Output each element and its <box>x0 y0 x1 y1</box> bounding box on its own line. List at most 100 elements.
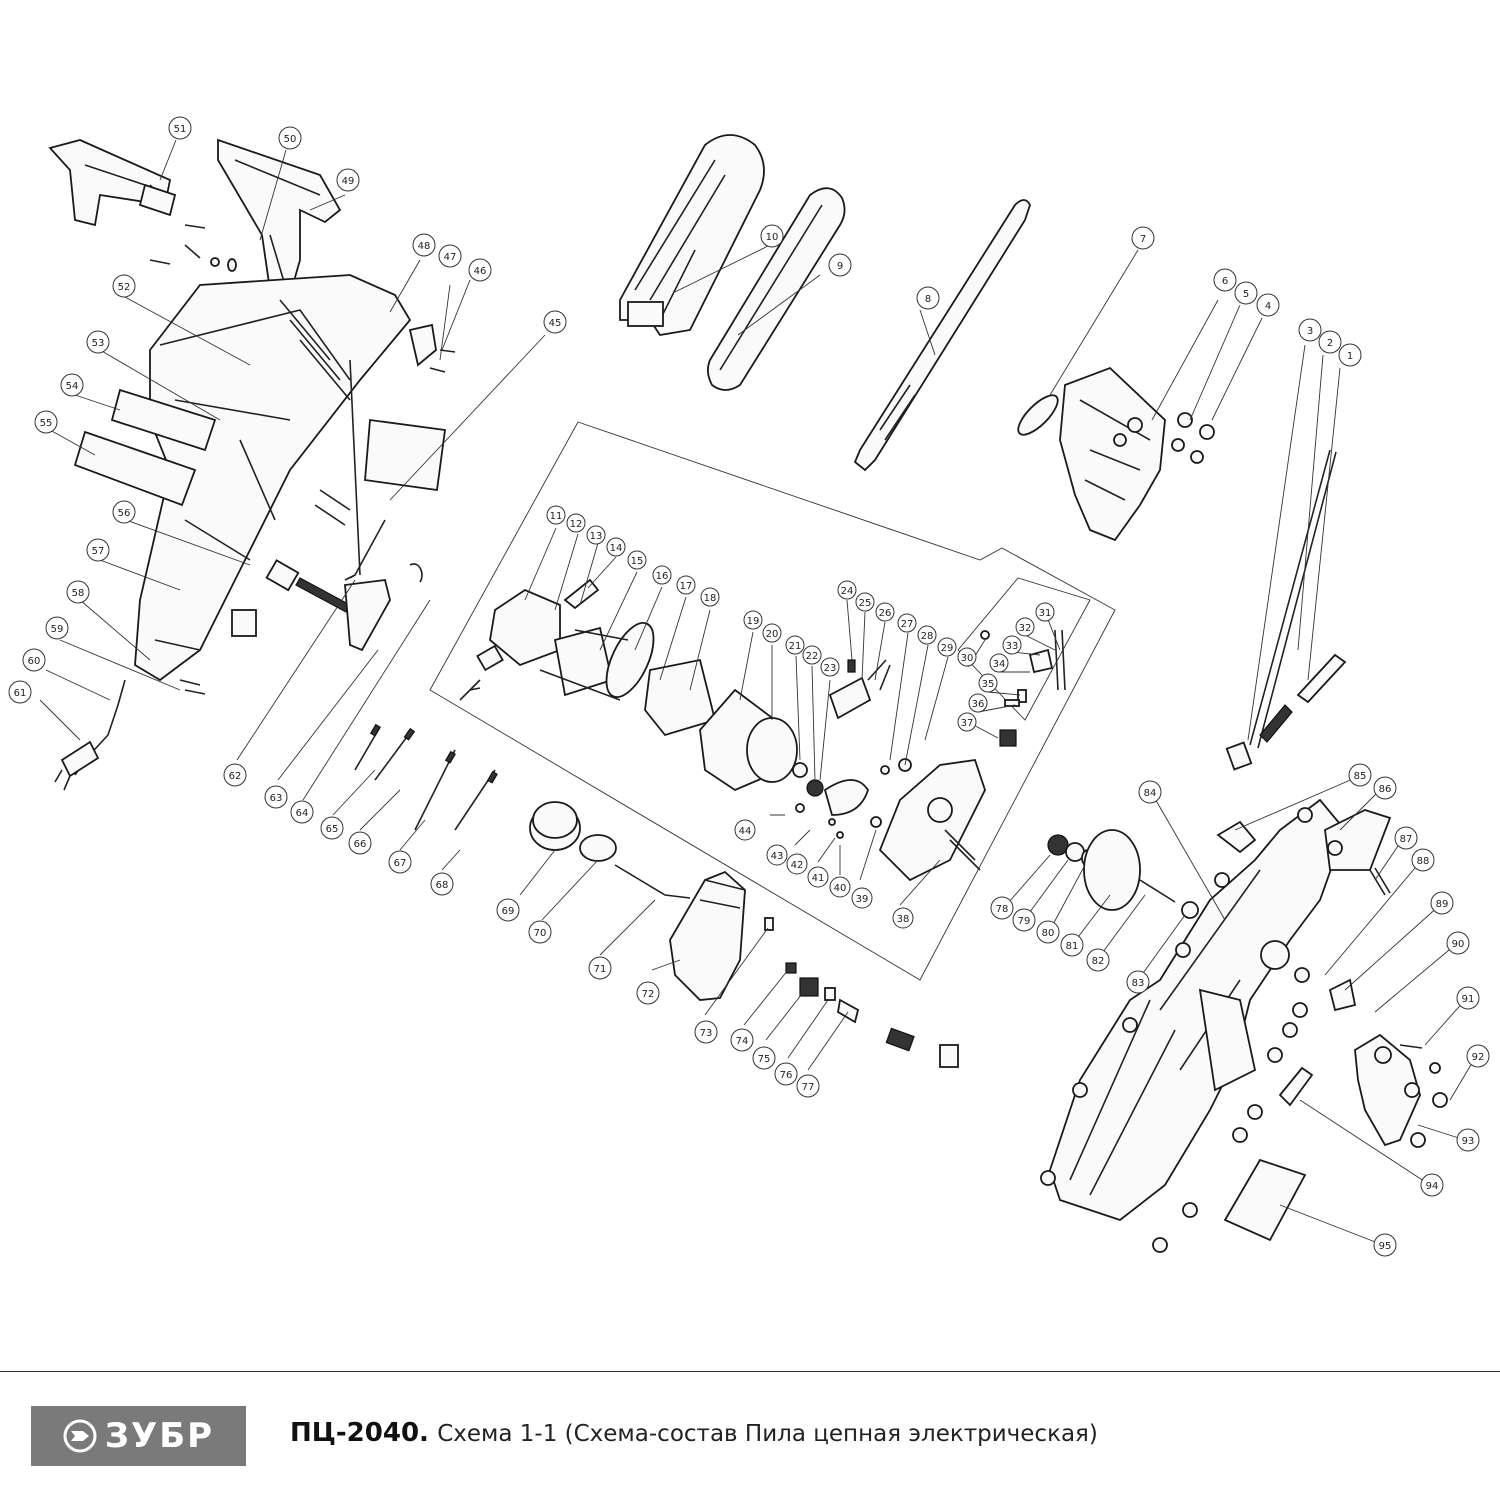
front-guard-part-93 <box>1354 1033 1421 1147</box>
callout: 77 <box>796 1074 820 1098</box>
callout-number: 87 <box>1400 834 1413 845</box>
callout-number: 92 <box>1472 1052 1485 1063</box>
nuts-parts-4-5 <box>1171 412 1215 464</box>
oil-tank-part-72 <box>669 870 746 1001</box>
callout-number: 79 <box>1018 916 1031 927</box>
callout: 57 <box>86 538 110 562</box>
callout-number: 52 <box>118 282 131 293</box>
callout-number: 17 <box>680 581 693 592</box>
callout: 1 <box>1338 343 1362 367</box>
callout-number: 89 <box>1436 899 1449 910</box>
callout-number: 34 <box>993 659 1006 670</box>
callout: 43 <box>766 844 788 866</box>
rear-handle-part-51 <box>48 139 177 227</box>
callout: 20 <box>762 623 782 643</box>
callout-number: 41 <box>812 873 825 884</box>
callout: 95 <box>1373 1233 1397 1257</box>
callout: 58 <box>66 580 90 604</box>
callout-number: 49 <box>342 176 355 187</box>
callout: 19 <box>743 610 763 630</box>
callout-number: 58 <box>72 588 85 599</box>
callout: 3 <box>1298 318 1322 342</box>
callout: 51 <box>168 116 192 140</box>
callout-number: 63 <box>270 793 283 804</box>
callout-number: 11 <box>550 511 563 522</box>
callout: 85 <box>1348 763 1372 787</box>
callout-number: 40 <box>834 883 847 894</box>
callout: 52 <box>112 274 136 298</box>
callout-number: 54 <box>66 381 79 392</box>
callout-number: 62 <box>229 771 242 782</box>
callout-number: 6 <box>1222 276 1228 287</box>
callout-number: 53 <box>92 338 105 349</box>
callout-number: 80 <box>1042 928 1055 939</box>
callout: 7 <box>1131 226 1155 250</box>
callout-number: 67 <box>394 858 407 869</box>
callout-number: 65 <box>326 824 339 835</box>
callout-number: 88 <box>1417 856 1430 867</box>
leader-lines <box>39 139 1476 1246</box>
callout: 89 <box>1430 891 1454 915</box>
guide-bar-part-8 <box>853 199 1031 472</box>
bar-cover-part-10 <box>619 134 765 336</box>
callout-number: 56 <box>118 508 131 519</box>
page-title: ПЦ-2040. Схема 1-1 (Схема-состав Пила це… <box>290 1418 1098 1448</box>
callout: 41 <box>807 866 829 888</box>
callout: 34 <box>989 653 1009 673</box>
brake-lever-parts-85-87 <box>1216 809 1392 896</box>
callout: 49 <box>336 168 360 192</box>
motor-housing-right-part-84 <box>1049 798 1347 1222</box>
callout-number: 46 <box>474 266 487 277</box>
callout: 48 <box>412 233 436 257</box>
callout: 82 <box>1086 948 1110 972</box>
callout: 2 <box>1318 330 1342 354</box>
footer-divider <box>0 1371 1500 1372</box>
callout: 10 <box>760 224 784 248</box>
callout-number: 14 <box>610 543 623 554</box>
callout-number: 22 <box>806 651 819 662</box>
callout: 22 <box>802 645 822 665</box>
callout-number: 84 <box>1144 788 1157 799</box>
callout-number: 15 <box>631 556 644 567</box>
callout-number: 13 <box>590 531 603 542</box>
housing-screws <box>1040 807 1448 1253</box>
callout: 65 <box>320 816 344 840</box>
callout-number: 37 <box>961 718 974 729</box>
front-handle-part-49 <box>217 138 342 297</box>
diagram-caption: Схема 1-1 (Схема-состав Пила цепная элек… <box>437 1421 1098 1447</box>
callout: 74 <box>730 1028 754 1052</box>
callout: 9 <box>828 253 852 277</box>
callout: 12 <box>566 513 586 533</box>
saw-chain-part-9 <box>707 187 846 391</box>
wire-terminals <box>354 723 498 831</box>
callout-number: 71 <box>594 964 607 975</box>
callout: 91 <box>1456 986 1480 1010</box>
callout-number: 32 <box>1019 623 1032 634</box>
callout: 76 <box>774 1062 798 1086</box>
model-number: ПЦ-2040. <box>290 1418 429 1448</box>
callout: 40 <box>829 876 851 898</box>
callout-number: 28 <box>921 631 934 642</box>
power-cord-part-61 <box>54 679 206 791</box>
callout-number: 18 <box>704 593 717 604</box>
callout-number: 36 <box>972 699 985 710</box>
switch-parts <box>231 359 391 652</box>
callout-number: 50 <box>284 134 297 145</box>
arrow-logo-icon <box>63 1419 97 1453</box>
callout-number: 86 <box>1379 784 1392 795</box>
o-ring-part-70 <box>579 834 617 862</box>
callout-number: 57 <box>92 546 105 557</box>
callout-number: 10 <box>766 232 779 243</box>
callout-number: 44 <box>739 826 752 837</box>
callout-number: 26 <box>879 608 892 619</box>
callout-number: 81 <box>1066 941 1079 952</box>
callout-number: 61 <box>14 688 27 699</box>
callout: 13 <box>586 525 606 545</box>
callout: 24 <box>837 580 857 600</box>
callout: 62 <box>223 763 247 787</box>
callout-number: 73 <box>700 1028 713 1039</box>
callout-number: 82 <box>1092 956 1105 967</box>
callout: 61 <box>8 680 32 704</box>
callout-number: 4 <box>1265 301 1271 312</box>
callout-number: 12 <box>570 519 583 530</box>
